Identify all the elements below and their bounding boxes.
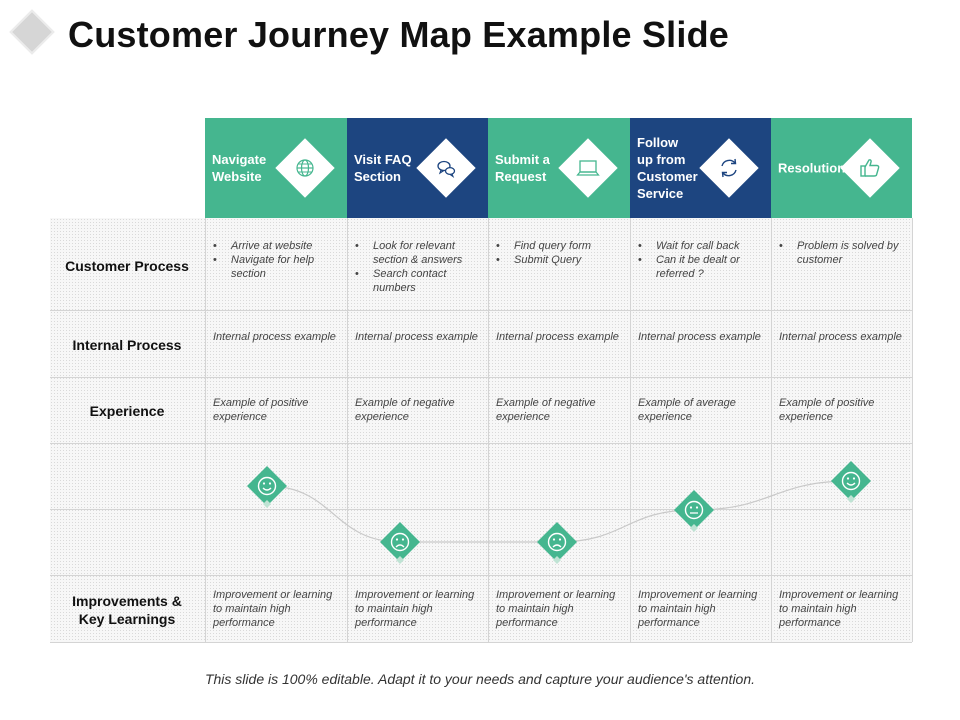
improvements-cell-3: Improvement or learning to maintain high… (496, 589, 616, 629)
bullet-item: Submit Query (496, 253, 624, 267)
customer-process-cell-3: Find query formSubmit Query (496, 239, 624, 267)
customer-process-cell-1: Arrive at websiteNavigate for help secti… (213, 239, 341, 281)
row-label-internal-process: Internal Process (72, 337, 182, 353)
row-label-improvements-text: Improvements & Key Learnings (72, 593, 182, 627)
grid-row-line (50, 509, 912, 510)
row-label-improvements: Improvements & Key Learnings (50, 592, 204, 628)
grid-row-line (50, 575, 912, 576)
footer-note: This slide is 100% editable. Adapt it to… (204, 671, 756, 687)
stage-header-3: Submit a Request (488, 118, 630, 218)
grid-column-line (488, 218, 489, 642)
customer-process-cell-4: Wait for call backCan it be dealt or ref… (638, 239, 765, 281)
grid-column-line (771, 218, 772, 642)
slide-title: Customer Journey Map Example Slide (68, 14, 729, 55)
bullet-item: Look for relevant section & answers (355, 239, 482, 267)
stage-header-1: Navigate Website (205, 118, 347, 218)
grid-column-line (912, 218, 913, 642)
laptop-icon (567, 147, 609, 189)
grid-column-line (630, 218, 631, 642)
experience-cell-4: Example of average experience (638, 397, 736, 423)
title-diamond-decoration (9, 9, 55, 55)
stage-header-5: Resolution (771, 118, 912, 218)
grid-column-line (347, 218, 348, 642)
bullet-item: Find query form (496, 239, 624, 253)
improvements-cell-1: Improvement or learning to maintain high… (213, 589, 333, 629)
improvements-cell-2: Improvement or learning to maintain high… (355, 589, 475, 629)
improvements-cell-5: Improvement or learning to maintain high… (779, 589, 899, 629)
bullet-item: Problem is solved by customer (779, 239, 906, 267)
experience-cell-3: Example of negative experience (496, 397, 596, 423)
stage-header-2: Visit FAQ Section (347, 118, 488, 218)
customer-process-cell-5: Problem is solved by customer (779, 239, 906, 267)
internal-process-cell-1: Internal process example (213, 331, 336, 343)
refresh-cycle-icon (708, 147, 750, 189)
row-label-customer-process: Customer Process (65, 258, 189, 274)
stage-label-1: Navigate Website (212, 152, 267, 184)
bullet-item: Wait for call back (638, 239, 765, 253)
improvements-cell-4: Improvement or learning to maintain high… (638, 589, 758, 629)
chat-bubbles-icon (425, 147, 467, 189)
stage-label-4: Follow up from Customer Service (637, 135, 698, 201)
grid-row-line (50, 377, 912, 378)
thumbs-up-icon (849, 147, 891, 189)
grid-row-line (50, 443, 912, 444)
bullet-item: Arrive at website (213, 239, 341, 253)
grid-column-line (205, 218, 206, 642)
stage-label-5: Resolution (778, 160, 846, 176)
globe-icon (284, 147, 326, 189)
internal-process-cell-3: Internal process example (496, 331, 619, 343)
stage-label-3: Submit a Request (495, 152, 550, 184)
stage-header-4: Follow up from Customer Service (630, 118, 771, 218)
grid-row-line (50, 642, 912, 643)
internal-process-cell-4: Internal process example (638, 331, 761, 343)
internal-process-cell-5: Internal process example (779, 331, 902, 343)
stage-label-2: Visit FAQ Section (354, 152, 412, 184)
internal-process-cell-2: Internal process example (355, 331, 478, 343)
grid-row-line (50, 310, 912, 311)
bullet-item: Navigate for help section (213, 253, 341, 281)
experience-cell-5: Example of positive experience (779, 397, 875, 423)
experience-cell-2: Example of negative experience (355, 397, 455, 423)
bullet-item: Can it be dealt or referred ? (638, 253, 765, 281)
customer-process-cell-2: Look for relevant section & answersSearc… (355, 239, 482, 295)
experience-cell-1: Example of positive experience (213, 397, 309, 423)
row-label-experience: Experience (89, 403, 165, 419)
bullet-item: Search contact numbers (355, 267, 482, 295)
